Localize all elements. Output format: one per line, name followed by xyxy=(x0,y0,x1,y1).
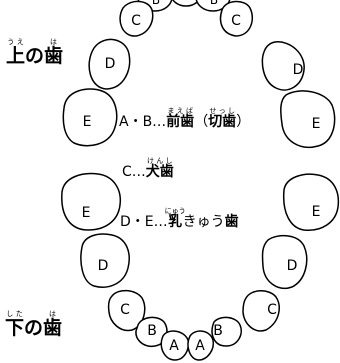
lower-teeth-label: 下したの歯は xyxy=(5,310,62,338)
lower-tooth-c-right: C xyxy=(242,290,280,332)
lower-no: の xyxy=(24,317,44,339)
upper-tooth-a-left xyxy=(172,0,200,7)
svg-text:A: A xyxy=(169,338,179,354)
legend-front-teeth: A・B…前歯まえば（切歯せっし） xyxy=(119,107,250,129)
legend-de-end: 歯 xyxy=(224,214,239,230)
svg-text:E: E xyxy=(83,114,92,130)
lower-tooth-d-right: D xyxy=(261,234,308,289)
lower-tooth-d-left: D xyxy=(80,233,130,288)
svg-text:E: E xyxy=(312,204,321,220)
legend-paren-close: ） xyxy=(236,114,251,130)
lower-tooth-a-left: A xyxy=(160,330,190,361)
lower-teeth: E E D D C C B xyxy=(61,172,340,361)
upper-teeth-label: 上うえの歯は xyxy=(6,38,63,66)
upper-tooth-e-left: E xyxy=(62,88,118,147)
lower-tooth-c-left: C xyxy=(107,289,146,332)
svg-text:D: D xyxy=(98,258,109,274)
svg-text:D: D xyxy=(105,56,116,72)
upper-kanji: 上うえ xyxy=(6,38,26,67)
svg-text:C: C xyxy=(267,302,277,318)
legend-c-prefix: C… xyxy=(122,164,146,180)
svg-text:C: C xyxy=(231,13,241,29)
upper-tooth-d-right: D xyxy=(261,41,305,91)
legend-ab-alt: 切歯せっし xyxy=(208,107,237,130)
legend-c-name: 犬歯けんし xyxy=(145,157,174,180)
upper-tooth-b-right: B xyxy=(195,0,231,12)
legend-ab-prefix: A・B… xyxy=(119,114,167,130)
svg-text:B: B xyxy=(147,323,157,339)
svg-text:E: E xyxy=(82,205,91,221)
legend-canine: C…犬歯けんし xyxy=(122,157,174,179)
legend-de-rest: きゅう xyxy=(182,214,225,230)
upper-no: の xyxy=(25,45,45,67)
svg-text:B: B xyxy=(210,0,218,7)
lower-tooth-b-right: B xyxy=(211,316,242,347)
upper-teeth: B B C C D D xyxy=(62,0,336,148)
lower-tooth-a-right: A xyxy=(187,330,215,361)
upper-tooth-e-right: E xyxy=(280,90,336,148)
svg-text:C: C xyxy=(131,13,141,29)
upper-tooth-c-left: C xyxy=(119,0,154,37)
legend-paren-open: （ xyxy=(194,114,209,130)
legend-de-prefix: D・E… xyxy=(120,214,168,230)
upper-ha-kanji: 歯は xyxy=(44,38,64,67)
svg-text:E: E xyxy=(312,116,321,132)
svg-text:D: D xyxy=(287,258,298,274)
lower-kanji: 下した xyxy=(5,310,25,339)
legend-molars: D・E…乳にゅうきゅう歯 xyxy=(120,207,239,229)
upper-tooth-c-right: C xyxy=(219,0,254,37)
svg-text:C: C xyxy=(120,302,130,318)
lower-tooth-e-left: E xyxy=(61,172,122,231)
legend-ab-name: 前歯まえば xyxy=(166,107,195,130)
lower-tooth-e-right: E xyxy=(282,173,340,231)
svg-text:B: B xyxy=(213,323,223,339)
lower-ha-kanji: 歯は xyxy=(43,310,63,339)
svg-text:A: A xyxy=(195,338,205,354)
svg-text:B: B xyxy=(152,0,160,7)
upper-tooth-d-left: D xyxy=(88,38,131,90)
legend-de-kanji: 乳にゅう xyxy=(164,207,186,230)
svg-text:D: D xyxy=(293,62,304,78)
